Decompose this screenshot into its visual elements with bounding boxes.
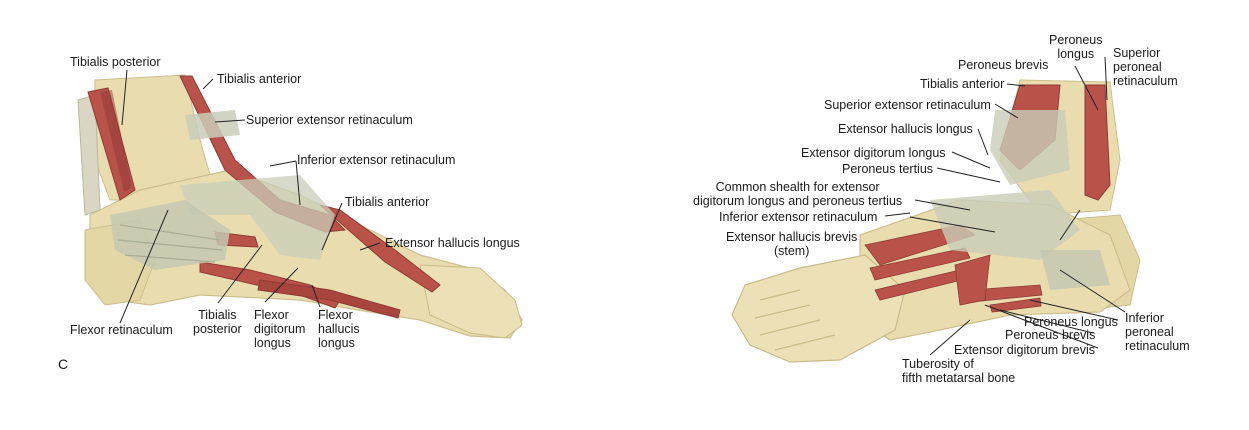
right-peroneal-retinaculum: [1040, 250, 1110, 290]
label-flexor-digitorum-longus: Flexor digitorum longus: [254, 308, 306, 350]
label-superior-extensor-retinaculum-right: Superior extensor retinaculum: [824, 98, 991, 112]
label-peroneus-tertius: Peroneus tertius: [842, 162, 934, 176]
label-tibialis-anterior-top: Tibialis anterior: [217, 72, 302, 86]
label-tuberosity-fifth-metatarsal: Tuberosity of fifth metatarsal bone: [902, 357, 1016, 385]
label-extensor-hallucis-brevis: Extensor hallucis brevis (stem): [726, 230, 858, 258]
label-tibialis-posterior-top: Tibialis posterior: [70, 55, 161, 69]
label-tibialis-posterior-bottom: Tibialis posterior: [193, 308, 242, 336]
label-common-sheath: Common shealth for extensor digitorum lo…: [693, 180, 903, 208]
panel-letter: C: [58, 356, 69, 372]
label-extensor-hallucis-longus-right: Extensor hallucis longus: [838, 122, 973, 136]
left-flexor-retinaculum: [110, 200, 230, 270]
right-peroneus-muscle: [1084, 84, 1111, 201]
label-flexor-hallucis-longus: Flexor hallucis longus: [318, 308, 360, 350]
right-foot-illustration: [731, 79, 1141, 363]
label-extensor-digitorum-longus: Extensor digitorum longus: [801, 146, 946, 160]
right-forefoot: [731, 254, 906, 363]
left-inferior-retinaculum: [180, 175, 335, 260]
left-big-toe: [419, 264, 523, 339]
right-toe-lines: [754, 289, 836, 351]
label-superior-peroneal-retinaculum: Superior peroneal retinaculum: [1113, 46, 1178, 88]
label-inferior-extensor-retinaculum-right: Inferior extensor retinaculum: [719, 210, 878, 224]
label-extensor-digitorum-brevis: Extensor digitorum brevis: [954, 343, 1096, 357]
label-superior-extensor-retinaculum: Superior extensor retinaculum: [246, 113, 413, 127]
left-tibialis-posterior-stripe: [100, 90, 132, 192]
label-inferior-extensor-retinaculum: Inferior extensor retinaculum: [297, 153, 456, 167]
label-tibialis-anterior-right: Tibialis anterior: [920, 77, 1005, 91]
label-tibialis-anterior-mid: Tibialis anterior: [345, 195, 430, 209]
left-superior-retinaculum: [185, 110, 240, 140]
label-extensor-hallucis-longus-left: Extensor hallucis longus: [385, 236, 520, 250]
label-inferior-peroneal-retinaculum: Inferior peroneal retinaculum: [1125, 311, 1190, 353]
label-peroneus-brevis-top: Peroneus brevis: [958, 58, 1049, 72]
left-retinaculum-fibers: [117, 224, 223, 263]
label-peroneus-longus-top: Peroneus longus: [1049, 33, 1103, 61]
right-extensor-digitorum-brevis: [954, 254, 991, 306]
left-foot-illustration: [77, 74, 523, 339]
label-peroneus-longus-bottom: Peroneus longus: [1024, 315, 1118, 329]
right-inferior-extensor-retinaculum: [930, 190, 1080, 260]
left-extensor-hallucis-tendon: [319, 204, 441, 293]
label-peroneus-brevis-bottom: Peroneus brevis: [1005, 328, 1096, 342]
leader-lines: [119, 56, 1126, 356]
right-superior-extensor-retinaculum: [990, 110, 1070, 185]
label-flexor-retinaculum: Flexor retinaculum: [70, 323, 173, 337]
left-flexor-hallucis-tendon: [257, 279, 401, 319]
